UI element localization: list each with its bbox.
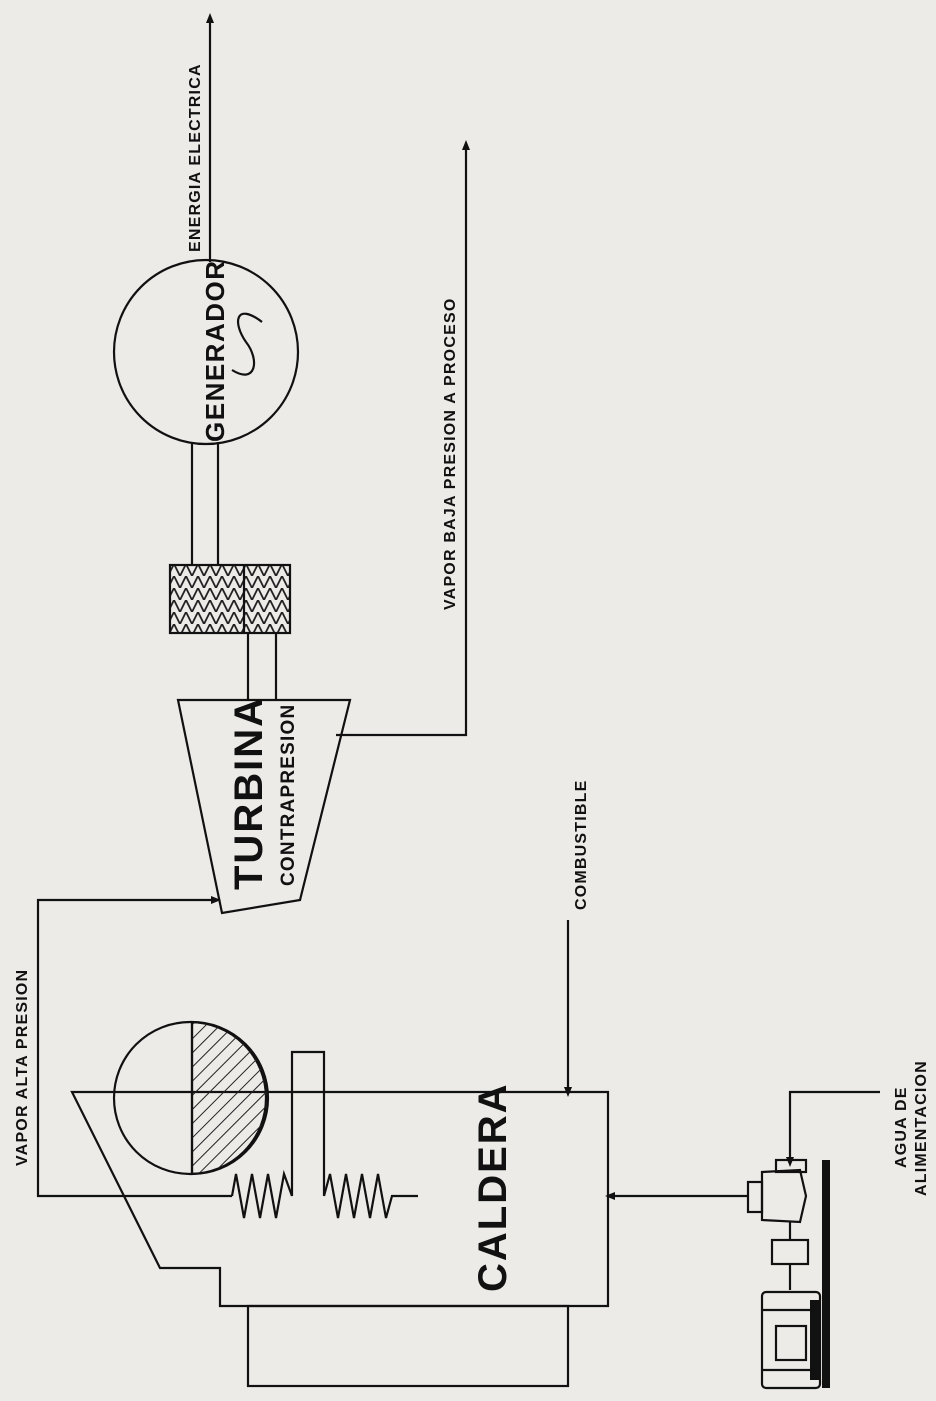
vapor-baja-presion-label: VAPOR BAJA PRESION A PROCESO	[442, 298, 459, 610]
caldera-label: CALDERA	[471, 1082, 515, 1292]
vapor-alta-presion-label: VAPOR ALTA PRESION	[14, 969, 31, 1166]
turbine-shaft	[246, 633, 278, 700]
turbine	[176, 698, 352, 915]
motor	[760, 1290, 822, 1390]
low-pressure-steam-line	[336, 140, 470, 737]
pump-base-plate	[822, 1160, 830, 1388]
water-inlet-line	[786, 1090, 880, 1167]
turbina-label: TURBINA	[227, 696, 271, 890]
combustible-label: COMBUSTIBLE	[573, 779, 590, 910]
boiler-coils	[230, 1050, 418, 1219]
alimentacion-label: ALIMENTACION	[913, 1060, 930, 1196]
generator	[112, 258, 300, 446]
sine-wave-icon	[231, 312, 263, 376]
generator-shaft	[190, 442, 220, 565]
gearbox-coupling	[168, 563, 292, 635]
generador-label: GENERADOR	[200, 259, 230, 442]
high-pressure-steam-line	[36, 896, 232, 1198]
feed-pump	[746, 1158, 810, 1290]
energia-electrica-label: ENERGIA ELECTRICA	[187, 63, 204, 252]
agua-de-label: AGUA DE	[893, 1086, 910, 1168]
boiler	[70, 1090, 610, 1388]
contrapresion-label: CONTRAPRESION	[278, 704, 299, 886]
steam-drum	[112, 1020, 270, 1176]
